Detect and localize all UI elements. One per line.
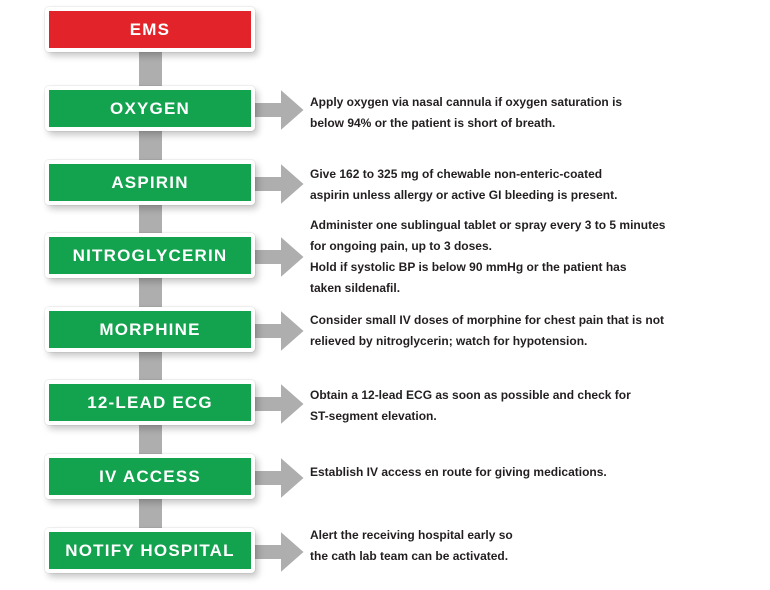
step-label-oxygen: OXYGEN: [110, 98, 190, 118]
desc-line: Administer one sublingual tablet or spra…: [310, 218, 666, 232]
step-box-iv-access: IV ACCESS: [45, 454, 255, 499]
right-arrow-icon: [253, 527, 307, 577]
desc-line: for ongoing pain, up to 3 doses.: [310, 239, 492, 253]
step-label-ems: EMS: [129, 19, 171, 39]
desc-line: aspirin unless allergy or active GI blee…: [310, 188, 618, 202]
desc-line: Give 162 to 325 mg of chewable non-enter…: [310, 167, 603, 181]
step-label-morphine: MORPHINE: [99, 319, 201, 339]
desc-line: ST-segment elevation.: [310, 409, 437, 423]
desc-12-lead-ecg: Obtain a 12-lead ECG as soon as possible…: [310, 385, 755, 427]
desc-line: the cath lab team can be activated.: [310, 549, 509, 563]
desc-line: below 94% or the patient is short of bre…: [310, 116, 556, 130]
desc-line: Hold if systolic BP is below 90 mmHg or …: [310, 260, 627, 274]
desc-line: relieved by nitroglycerin; watch for hyp…: [310, 334, 588, 348]
step-label-nitroglycerin: NITROGLYCERIN: [72, 245, 228, 265]
desc-line: Establish IV access en route for giving …: [310, 465, 607, 479]
step-label-iv-access: IV ACCESS: [99, 466, 201, 486]
desc-line: Consider small IV doses of morphine for …: [310, 313, 665, 327]
right-arrow-icon: [253, 85, 307, 135]
right-arrow-icon: [253, 306, 307, 356]
step-box-morphine: MORPHINE: [45, 307, 255, 352]
right-arrow-icon: [253, 379, 307, 429]
step-label-notify-hospital: NOTIFY HOSPITAL: [65, 540, 235, 560]
desc-morphine: Consider small IV doses of morphine for …: [310, 310, 755, 352]
desc-nitroglycerin: Administer one sublingual tablet or spra…: [310, 215, 755, 299]
desc-oxygen: Apply oxygen via nasal cannula if oxygen…: [310, 92, 755, 134]
step-box-ems: EMS: [45, 7, 255, 52]
desc-line: Alert the receiving hospital early so: [310, 528, 513, 542]
desc-line: Apply oxygen via nasal cannula if oxygen…: [310, 95, 623, 109]
step-label-12-lead-ecg: 12-LEAD ECG: [87, 392, 213, 412]
right-arrow-icon: [253, 453, 307, 503]
desc-iv-access: Establish IV access en route for giving …: [310, 462, 755, 483]
desc-line: taken sildenafil.: [310, 281, 401, 295]
step-label-aspirin: ASPIRIN: [111, 172, 189, 192]
desc-line: Obtain a 12-lead ECG as soon as possible…: [310, 388, 631, 402]
step-box-aspirin: ASPIRIN: [45, 160, 255, 205]
right-arrow-icon: [253, 232, 307, 282]
right-arrow-icon: [253, 159, 307, 209]
step-box-nitroglycerin: NITROGLYCERIN: [45, 233, 255, 278]
step-box-12-lead-ecg: 12-LEAD ECG: [45, 380, 255, 425]
step-box-notify-hospital: NOTIFY HOSPITAL: [45, 528, 255, 573]
desc-aspirin: Give 162 to 325 mg of chewable non-enter…: [310, 164, 755, 206]
desc-notify-hospital: Alert the receiving hospital early so th…: [310, 525, 755, 567]
step-box-oxygen: OXYGEN: [45, 86, 255, 131]
